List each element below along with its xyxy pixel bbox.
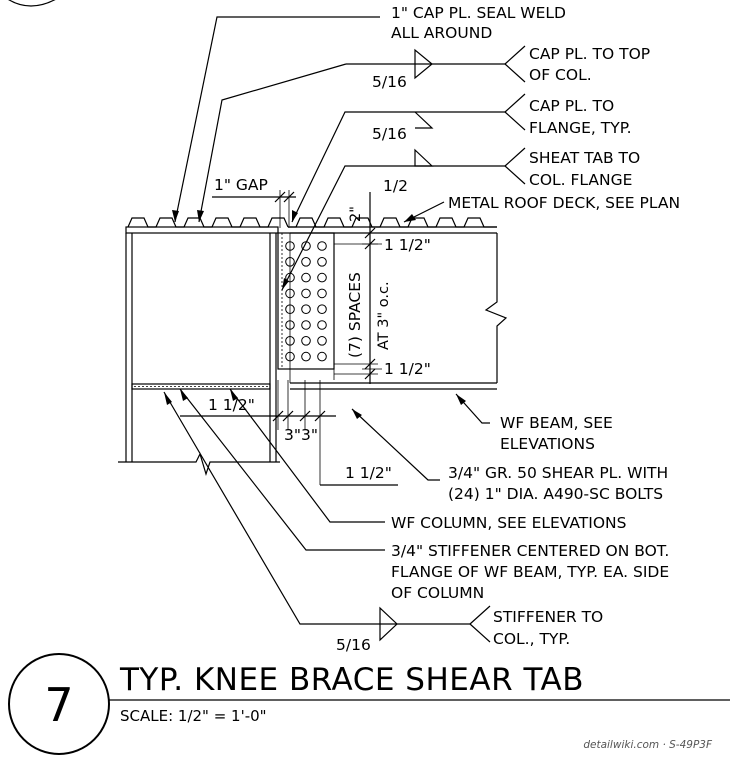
dim-right-edge-label: 1 1/2" [345,464,392,482]
shear-plate-label-line1: 3/4" GR. 50 SHEAR PL. WITH [448,464,668,482]
detail-number: 7 [44,678,73,732]
dim-left-edge-label: 1 1/2" [208,396,255,414]
bolt [317,257,327,267]
wf-beam [289,226,508,390]
stiffener-label-line2: FLANGE OF WF BEAM, TYP. EA. SIDE [391,563,669,581]
weld3-note-line1: SHEAT TAB TO [529,149,640,167]
bolt [301,304,311,315]
cap-plate-seal-line2: ALL AROUND [391,24,492,42]
stiffener-label-line1: 3/4" STIFFENER CENTERED ON BOT. [391,542,669,560]
horizontal-dimensions [180,380,398,486]
bolt [301,272,311,283]
weld1-note-line2: OF COL. [529,66,592,84]
title-block: 7 TYP. KNEE BRACE SHEAR TAB SCALE: 1/2" … [8,653,730,755]
weld4-size: 5/16 [336,636,371,654]
weld3-size: 1/2 [383,177,408,195]
cap-plate-seal-line1: 1" CAP PL. SEAL WELD [391,4,566,22]
bolt [301,288,311,299]
dim-2in-label: 2" [348,206,364,222]
previous-detail-bubble-fragment [8,0,56,7]
dim-3-3-label: 3"3" [284,426,318,444]
weld-symbol-stiffener [163,391,491,643]
shear-plate-label-line2: (24) 1" DIA. A490-SC BOLTS [448,485,663,503]
gap-label: 1" GAP [214,176,268,194]
weld2-size: 5/16 [372,125,407,143]
bolt [317,288,327,299]
detail-scale: SCALE: 1/2" = 1'-0" [120,707,267,725]
wf-beam-label-line1: WF BEAM, SEE [500,414,613,432]
bolt [301,336,311,346]
spaces-label-line2: AT 3" o.c. [376,281,392,350]
wf-beam-label-line2: ELEVATIONS [500,435,595,453]
weld-symbol-cap-top [197,45,526,223]
bolt [317,272,327,283]
gap-dimension [212,190,296,228]
stiffener-label-line3: OF COLUMN [391,584,484,602]
leader-wf-beam [455,393,490,424]
weld3-note-line2: COL. FLANGE [529,171,632,189]
weld2-note-line2: FLANGE, TYP. [529,119,632,137]
dim-bottom-edge-label: 1 1/2" [384,360,431,378]
weld1-size: 5/16 [372,73,407,91]
vertical-dimensions [334,192,382,384]
roof-deck-label: METAL ROOF DECK, SEE PLAN [448,194,680,212]
leader-wf-column [229,388,385,523]
weld4-note-line2: COL., TYP. [493,630,570,648]
detail-title: TYP. KNEE BRACE SHEAR TAB [119,662,584,698]
wf-column-label: WF COLUMN, SEE ELEVATIONS [391,514,626,532]
weld-symbol-cap-flange [291,93,526,223]
watermark: detailwiki.com · S-49P3F [583,739,713,751]
detail-bubble [8,653,110,755]
bolt [301,320,311,330]
bolt [317,336,327,346]
leader-cap-plate-seal [174,16,380,223]
weld1-note-line1: CAP PL. TO TOP [529,45,650,63]
weld4-note-line1: STIFFENER TO [493,608,603,626]
bolt [317,241,327,251]
wf-column [118,226,280,476]
bolt [317,351,327,362]
bolt [317,304,327,315]
dim-top-edge-label: 1 1/2" [384,236,431,254]
bolt [317,320,327,330]
weld2-note-line1: CAP PL. TO [529,97,614,115]
bolt [301,351,311,362]
roof-deck-right [288,217,497,228]
roof-deck-left [127,217,289,228]
bolt [301,257,311,267]
spaces-label-line1: (7) SPACES [346,272,364,358]
weld-symbol-tab-flange [281,147,526,291]
bolt-group [285,241,327,362]
leader-stiffener [179,388,385,551]
leader-shear-plate [351,408,440,481]
